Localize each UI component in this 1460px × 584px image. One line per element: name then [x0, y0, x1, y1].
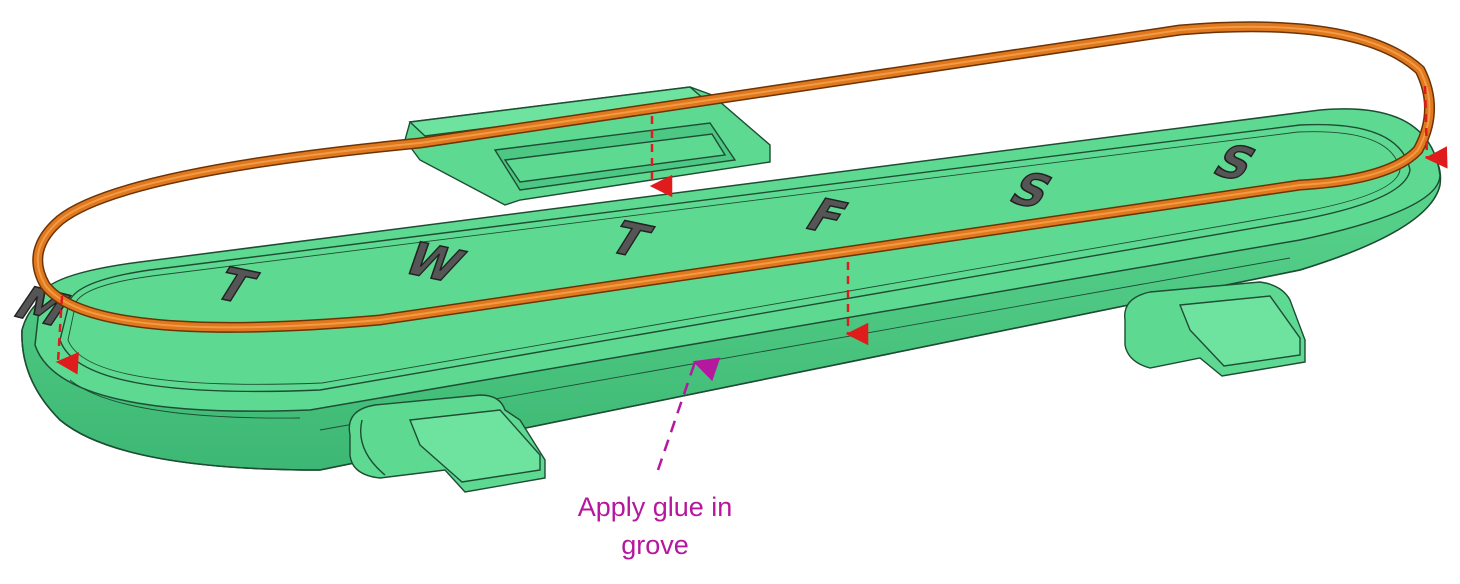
press-arrow: [55, 295, 79, 375]
press-arrow: [1423, 85, 1448, 169]
front-hinge-clip-left: [348, 394, 546, 493]
back-hinge-bracket: [404, 86, 771, 206]
callout-line: grove: [621, 530, 689, 560]
front-hinge-clip-right: [1124, 281, 1306, 377]
callout-line: Apply glue in: [577, 492, 733, 522]
glue-callout: Apply glue in grove: [520, 488, 790, 564]
press-arrows: [55, 85, 1448, 375]
tray-body: [21, 108, 1442, 471]
